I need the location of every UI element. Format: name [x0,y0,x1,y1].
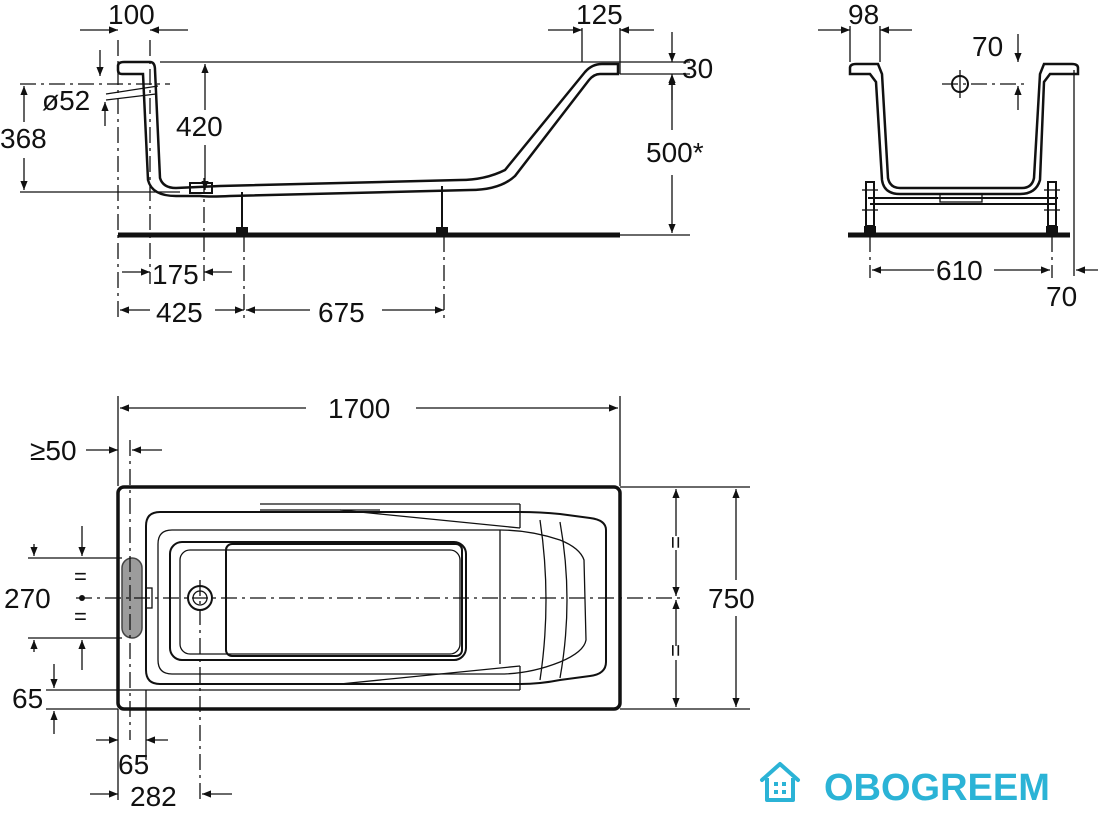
end-rim-width-label: 98 [848,0,879,30]
side-leg-spacing-label: 675 [318,297,365,328]
overflow-equal-mark-top: = [74,564,87,589]
plan-wall-gap-label: ≥50 [30,435,77,466]
overflow-equal-mark-bottom: = [74,604,87,629]
plan-rim-end-label: 65 [118,749,149,780]
end-tub-body [848,62,1080,196]
plan-rim-side-label: 65 [12,683,43,714]
end-view: 98 70 610 70 [818,0,1098,312]
side-drain-height-label: 368 [0,123,47,154]
side-rim-left-label: 100 [108,0,155,30]
side-view: 100 125 30 ø52 368 420 500* 175 425 675 [0,0,713,328]
brand-logo: OBOGREEM [760,762,1050,809]
house-icon [760,762,800,802]
end-leg-spacing-label: 610 [936,255,983,286]
end-foot-right [1046,226,1058,235]
plan-inner-bowl [145,511,607,685]
plan-view: 1700 ≥50 270 750 65 65 282 = = = = [4,393,755,812]
plan-drain-position-label: 282 [130,781,177,812]
end-side-offset-label: 70 [1046,281,1077,312]
side-tub-body [116,60,620,198]
side-rim-thickness-label: 30 [682,53,713,84]
side-leg-offset-label: 425 [156,297,203,328]
side-drain-diameter-label: ø52 [42,85,90,116]
brand-name: OBOGREEM [824,767,1050,809]
side-depth-label: 420 [176,111,223,142]
plan-equal-mark-top: = [663,536,688,549]
side-total-height-label: 500* [646,137,704,168]
plan-equal-mark-bottom: = [663,644,688,657]
plan-length-label: 1700 [328,393,390,424]
side-foot-left [236,227,248,235]
side-drain-offset-label: 175 [152,259,199,290]
side-drain [189,182,213,194]
plan-overflow-span-label: 270 [4,583,51,614]
end-foot-left [864,226,876,235]
side-rim-right-label: 125 [576,0,623,30]
side-foot-right [436,227,448,235]
end-overflow-offset-label: 70 [972,31,1003,62]
plan-width-label: 750 [708,583,755,614]
